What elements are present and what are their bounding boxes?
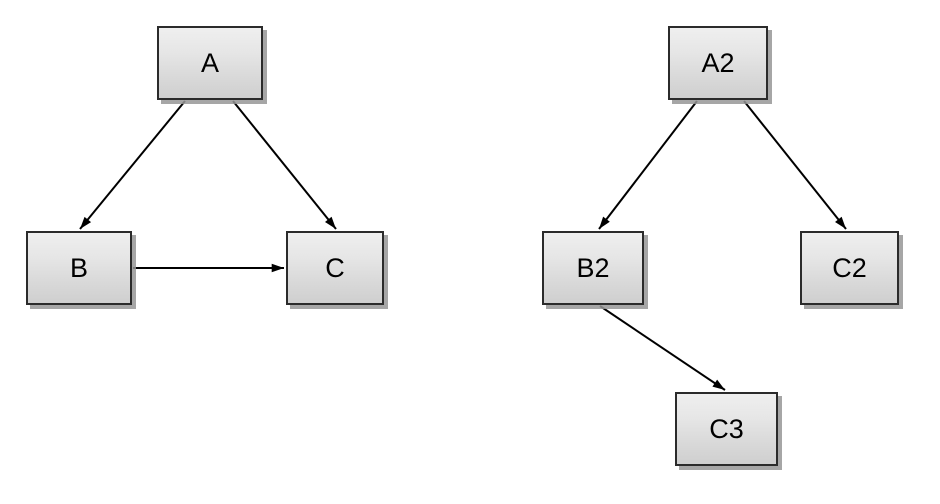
edge-line <box>232 100 337 230</box>
node-a2[interactable]: A2 <box>668 26 768 100</box>
edge-line <box>79 100 186 230</box>
node-label: B <box>69 252 88 283</box>
node-label: C <box>325 252 345 283</box>
edge-a2-c2 <box>743 100 847 230</box>
node-b[interactable]: B <box>26 231 132 305</box>
arrowhead-icon <box>271 263 284 273</box>
arrowhead-icon <box>712 379 725 390</box>
node-label: B2 <box>576 252 610 283</box>
node-label: C2 <box>832 252 867 283</box>
edge-a-c <box>232 100 337 230</box>
arrowhead-icon <box>80 216 92 229</box>
edge-b-c <box>133 263 284 273</box>
node-c[interactable]: C <box>286 231 384 305</box>
edge-a2-b2 <box>598 100 698 230</box>
edge-line <box>599 305 726 391</box>
node-label: A2 <box>701 47 735 78</box>
node-b2[interactable]: B2 <box>542 231 644 305</box>
arrowhead-icon <box>599 216 610 229</box>
edge-line <box>598 100 698 230</box>
node-a[interactable]: A <box>157 26 263 100</box>
edge-a-b <box>79 100 186 230</box>
node-label: A <box>200 47 219 78</box>
node-c2[interactable]: C2 <box>800 231 899 305</box>
node-label: C3 <box>709 413 744 444</box>
arrowhead-icon <box>325 216 336 229</box>
arrowhead-icon <box>835 216 846 229</box>
edge-b2-c3 <box>599 305 726 391</box>
node-c3[interactable]: C3 <box>675 392 778 466</box>
edge-line <box>743 100 847 230</box>
